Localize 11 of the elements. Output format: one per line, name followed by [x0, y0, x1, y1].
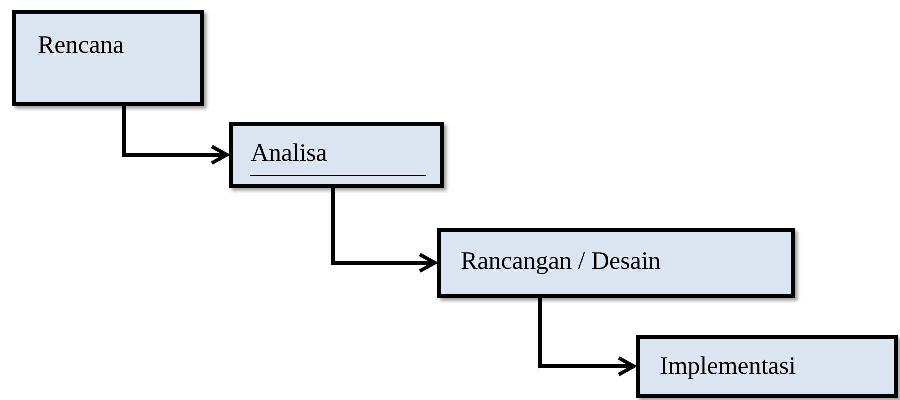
elbow-arrow — [538, 298, 636, 377]
process-box — [229, 122, 444, 188]
step-label: Analisa — [251, 140, 328, 168]
step-label: Rancangan / Desain — [461, 248, 661, 276]
step-label: Rencana — [38, 32, 124, 60]
process-box — [12, 10, 204, 106]
elbow-arrow — [331, 188, 437, 274]
process-box — [636, 335, 898, 398]
step-label: Implementasi — [660, 353, 796, 381]
process-box — [437, 228, 795, 298]
elbow-arrow — [122, 106, 229, 166]
